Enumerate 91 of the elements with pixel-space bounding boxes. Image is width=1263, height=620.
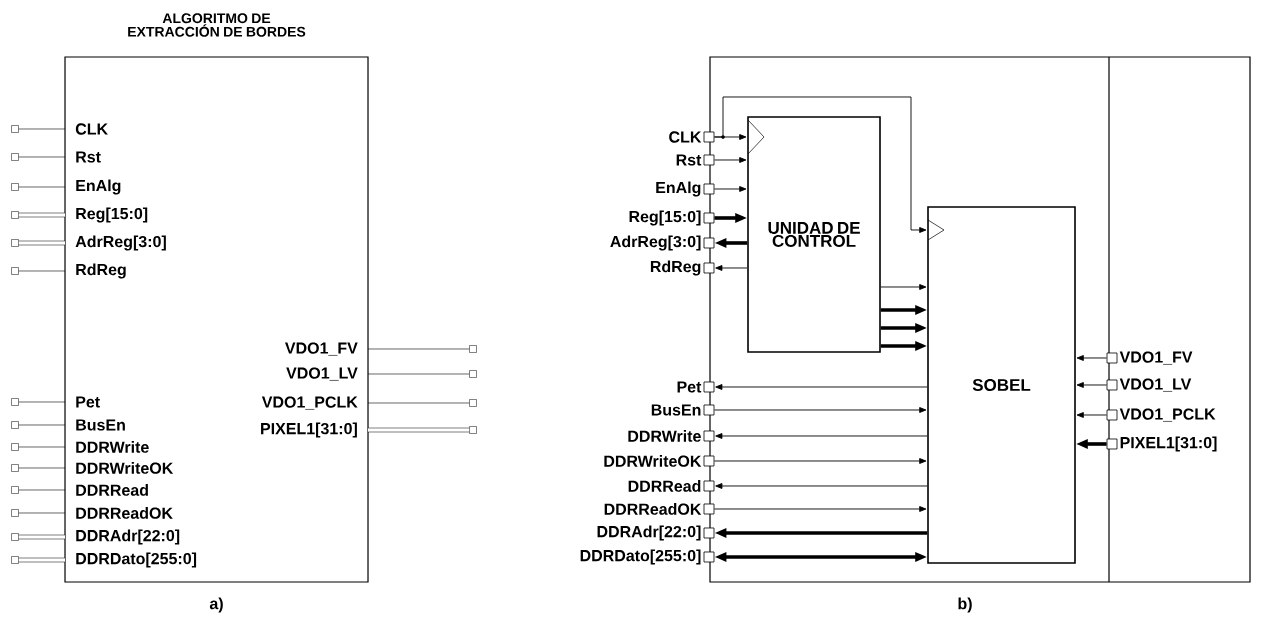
signal-line	[368, 427, 470, 433]
pin-label: DDRRead	[76, 484, 148, 496]
pin-square	[11, 443, 19, 451]
signal-line	[713, 506, 927, 512]
pin-label: DDRWriteOK	[76, 462, 174, 474]
pin-label: PIXEL1[31:0]	[261, 422, 357, 438]
pin-label: DDRWrite	[628, 430, 701, 442]
pin-label: VDO1_LV	[286, 367, 358, 381]
signal-line	[18, 534, 65, 540]
signal-line	[715, 265, 748, 271]
signal-line	[367, 402, 470, 404]
pin-label: VDO1_PCLK	[261, 396, 358, 410]
pin-square	[11, 509, 19, 517]
pin-square	[11, 486, 19, 494]
pin-square	[11, 533, 19, 541]
pin-label: Pet	[76, 396, 100, 408]
pin-label: DDRReadOK	[604, 503, 702, 515]
signal-line	[713, 407, 927, 413]
pin-square	[469, 345, 477, 353]
pin-label: DDRWrite	[76, 441, 149, 453]
signal-line	[18, 424, 66, 426]
pin-square	[11, 421, 19, 429]
signal-line	[18, 467, 66, 469]
pin-label: Pet	[677, 381, 702, 393]
pin-label: DDRRead	[628, 480, 701, 492]
pin-label: Rst	[676, 154, 702, 166]
signal-line	[18, 512, 66, 514]
signal-line	[1076, 355, 1108, 361]
pin-square	[11, 556, 19, 564]
signal-line	[18, 446, 66, 448]
signal-line	[18, 489, 66, 491]
pin-square	[11, 267, 19, 275]
pin-label: VDO1_FV	[1119, 351, 1193, 365]
pin-label: DDRReadOK	[76, 507, 173, 519]
signal-line	[713, 186, 747, 192]
signal-line	[18, 212, 65, 218]
pin-label: EnAlg	[76, 179, 121, 195]
pin-label: CLK	[75, 123, 108, 135]
signal-line	[18, 401, 66, 403]
pin-label: Reg[15:0]	[76, 207, 148, 223]
pin-label: Reg[15:0]	[629, 210, 701, 226]
pin-label: BusEn	[651, 404, 701, 416]
signal-line	[715, 384, 928, 390]
signal-line	[18, 156, 66, 158]
pin-square	[469, 370, 477, 378]
figure-caption: b)	[958, 597, 972, 613]
pin-square	[469, 426, 477, 434]
signal-line	[1076, 382, 1108, 388]
pin-label: BusEn	[76, 419, 125, 431]
pin-label: CLK	[669, 131, 702, 143]
pin-label: PIXEL1[31:0]	[1120, 436, 1217, 452]
signal-line	[715, 433, 928, 439]
signal-line	[715, 483, 928, 489]
signal-line	[713, 458, 927, 464]
pin-square	[11, 464, 19, 472]
signal-line	[880, 284, 927, 290]
module-title: ALGORITMO DE EXTRACCIÓN DE BORDES	[128, 13, 306, 37]
signal-line	[367, 373, 470, 375]
pin-square	[11, 125, 19, 133]
signal-line	[18, 557, 65, 563]
pin-label: RdReg	[650, 260, 701, 276]
pin-label: EnAlg	[656, 181, 701, 197]
pin-square	[469, 399, 477, 407]
pin-label: VDO1_FV	[285, 342, 358, 356]
pin-label: DDRAdr[22:0]	[597, 525, 701, 541]
signal-line	[367, 348, 470, 350]
block-box: SOBEL	[927, 206, 1076, 564]
pin-label: AdrReg[3:0]	[610, 235, 701, 251]
signal-line	[1076, 412, 1108, 418]
pin-label: RdReg	[76, 263, 126, 279]
signal-line	[713, 96, 927, 233]
signal-line	[18, 186, 66, 188]
signal-line	[18, 240, 65, 246]
pin-label: Rst	[76, 151, 101, 163]
pin-square	[11, 239, 19, 247]
pin-square	[11, 211, 19, 219]
pin-label: AdrReg[3:0]	[75, 235, 166, 251]
signal-line	[713, 157, 747, 163]
pin-label: VDO1_PCLK	[1119, 408, 1216, 422]
figure-caption: a)	[209, 597, 223, 613]
pin-label: VDO1_LV	[1119, 378, 1192, 392]
pin-square	[11, 153, 19, 161]
signal-line	[18, 128, 66, 130]
block-box: UNIDAD DE CONTROL	[747, 116, 881, 353]
signal-line	[18, 270, 66, 272]
pin-square	[11, 183, 19, 191]
pin-label: DDRWriteOK	[604, 455, 702, 467]
pin-label: DDRAdr[22:0]	[76, 529, 180, 545]
pin-label: DDRDato[255:0]	[580, 549, 701, 565]
pin-label: DDRDato[255:0]	[76, 552, 197, 568]
pin-square	[11, 398, 19, 406]
